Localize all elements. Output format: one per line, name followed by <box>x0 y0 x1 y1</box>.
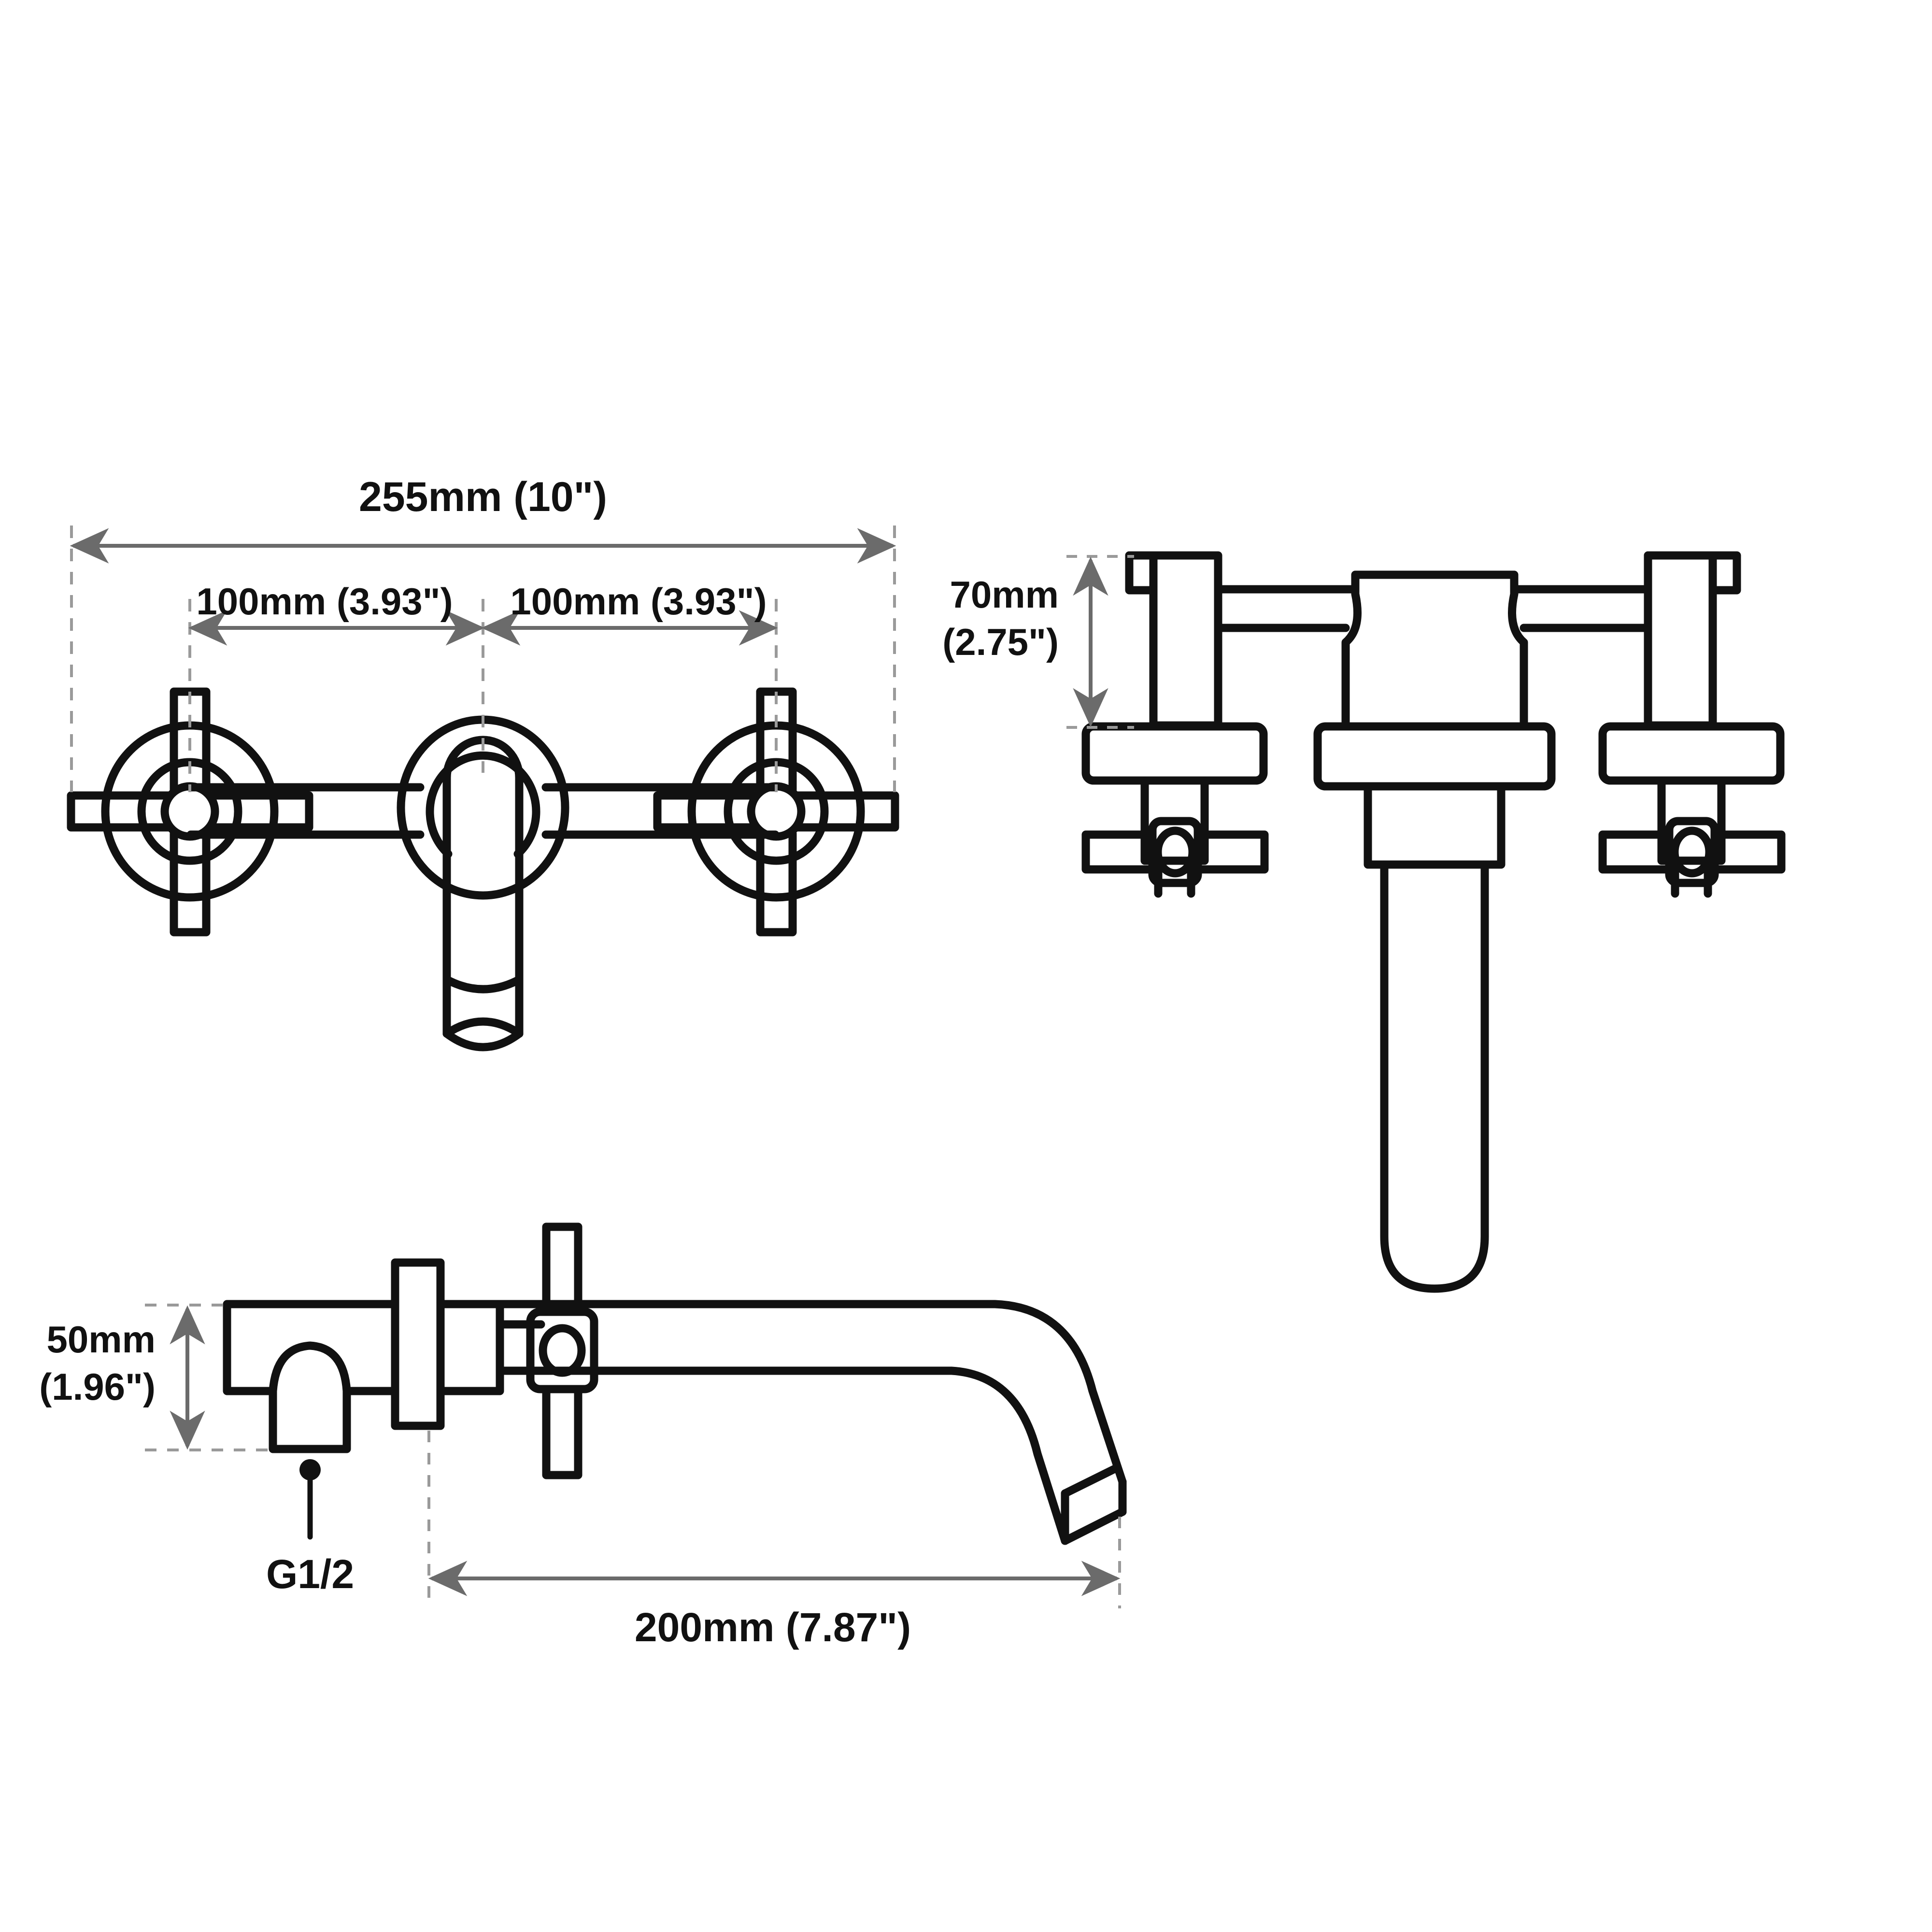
g12-annotation-leader <box>299 1459 321 1540</box>
side-valve-column <box>391 1258 445 1430</box>
side-handle-arm-up <box>542 1222 582 1314</box>
front-left-handle <box>67 687 313 937</box>
side-dimension-lines <box>170 1305 1121 1596</box>
handle-arm-right-left <box>207 791 313 832</box>
top-right-handle-bore <box>1670 826 1714 878</box>
handle-arm-left-right <box>653 791 759 832</box>
dim-label-overall-width: 255mm (10") <box>359 474 607 520</box>
top-left-body <box>1081 551 1269 898</box>
handle-arm-down-left <box>170 829 211 937</box>
front-center-spout-assembly <box>397 715 569 1051</box>
handle-arm-down-right <box>756 829 797 937</box>
handle-arm-right-right <box>794 791 899 832</box>
dim-label-left-spacing: 100mm (3.93") <box>196 580 453 623</box>
side-inlet-thread-arch <box>269 1341 351 1395</box>
top-right-handle-hub <box>1665 817 1719 887</box>
dim-label-spout-reach: 200mm (7.87") <box>635 1605 911 1650</box>
top-right-stem-upper <box>1657 777 1726 865</box>
top-center-spout-tube <box>1380 861 1489 1293</box>
dim-label-body-height-line2: (2.75") <box>942 621 1059 663</box>
front-dimension-lines <box>70 528 896 646</box>
dim-label-right-spacing: 100mm (3.93") <box>510 580 767 623</box>
annotation-label-g12: G1/2 <box>266 1551 354 1597</box>
side-spout-inner-wall <box>496 1366 1069 1545</box>
top-center-body <box>1313 570 1556 1293</box>
leader-dot-icon <box>299 1459 321 1480</box>
top-left-handle-arm-left <box>1081 830 1156 874</box>
top-left-handle-hub <box>1148 817 1202 887</box>
dim-label-inlet-height-line2: (1.96") <box>39 1365 156 1408</box>
handle-arm-up-left <box>170 687 211 794</box>
top-left-stem-upper <box>1140 777 1209 865</box>
side-spout-outer-wall <box>496 1300 1127 1486</box>
escutcheon-mid-ring <box>426 751 540 858</box>
handle-arm-left-left <box>67 791 172 832</box>
top-left-handle-arm-right <box>1194 830 1269 874</box>
side-inlet-thread-sides <box>269 1387 351 1453</box>
side-handle-hub <box>526 1307 598 1393</box>
top-right-flange <box>1598 722 1785 785</box>
side-spout-aerator-band <box>1061 1464 1120 1498</box>
top-left-handle-bore <box>1153 826 1197 878</box>
side-inlet-block <box>223 1300 399 1395</box>
handle-arm-up-right <box>756 687 797 794</box>
top-right-body-cap-notch <box>1644 551 1741 595</box>
top-right-body <box>1598 551 1786 898</box>
top-right-handle-arm-right <box>1711 830 1786 874</box>
side-handle-arm-down <box>542 1387 582 1479</box>
spout-outlet-back <box>442 1017 524 1038</box>
top-left-body-cap-notch <box>1125 551 1158 595</box>
top-center-neck <box>1364 783 1506 869</box>
top-center-waisted-body <box>1341 570 1528 730</box>
top-center-flange <box>1313 722 1556 791</box>
side-valve-shoulder <box>436 1300 504 1395</box>
dim-label-body-height-line1: 70mm <box>950 573 1059 616</box>
spout-outlet-front <box>442 1029 524 1051</box>
dim-label-inlet-height-line1: 50mm <box>47 1318 156 1361</box>
side-elevation-view <box>223 1222 1127 1545</box>
top-left-flange <box>1081 722 1268 785</box>
top-right-handle-arm-left <box>1598 830 1673 874</box>
top-plan-view <box>1081 551 1786 1293</box>
spout-aerator-band <box>442 975 524 994</box>
